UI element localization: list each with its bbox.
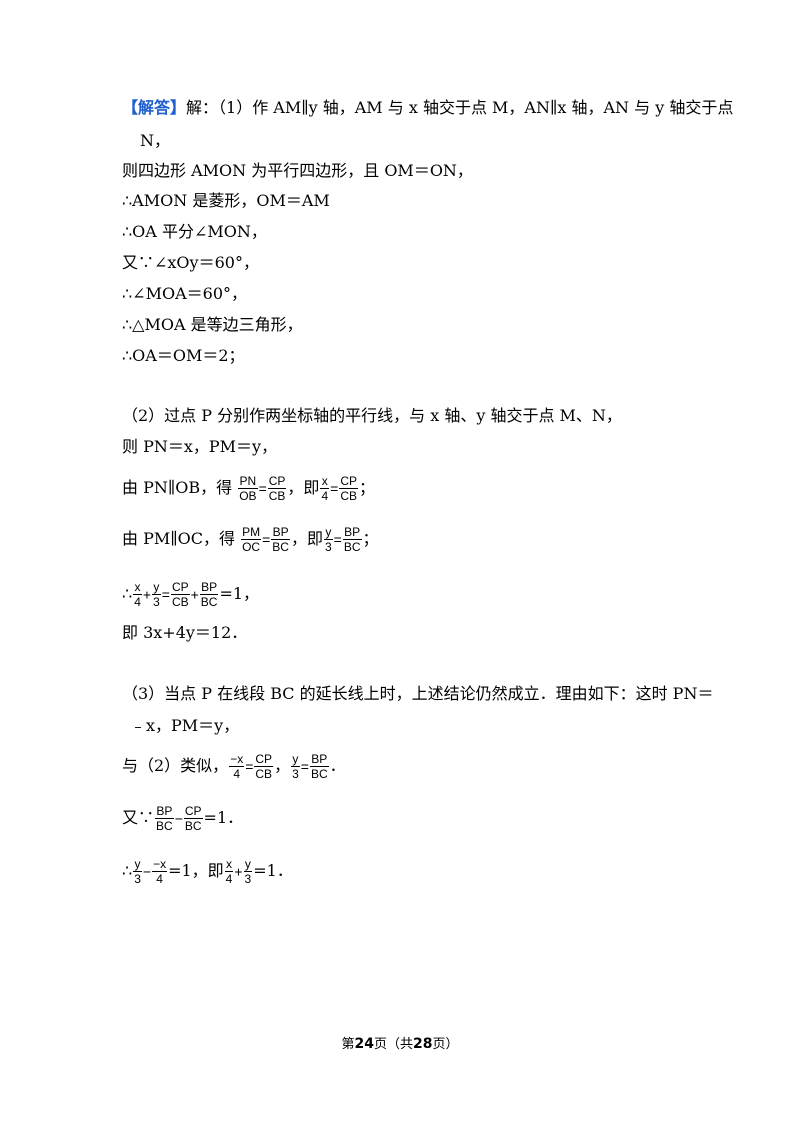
solution-line-7: ∴△MOA 是等边三角形， [122, 315, 303, 334]
solution-line-3: ∴AMON 是菱形，OM＝AM [122, 191, 330, 210]
part3-line-1: （3）当点 P 在线段 BC 的延长线上时，上述结论仍然成立．理由如下：这时 P… [122, 684, 714, 703]
solution-line-8: ∴OA＝OM＝2； [122, 346, 245, 365]
total-pages: 28 [413, 1036, 433, 1052]
part2-line-2: 则 PN＝x，PM＝y， [122, 437, 278, 456]
solution-line-1: 【解答】解：（1）作 AM∥y 轴，AM 与 x 轴交于点 M，AN∥x 轴，A… [122, 98, 734, 117]
solution-line-6: ∴∠MOA＝60°， [122, 284, 248, 303]
part2-line-1: （2）过点 P 分别作两坐标轴的平行线，与 x 轴、y 轴交于点 M、N， [122, 406, 622, 425]
solution-line-5: 又∵∠xOy＝60°， [122, 253, 259, 272]
solution-line-1-cont: N， [140, 131, 171, 150]
solution-line-2: 则四边形 AMON 为平行四边形，且 OM＝ON， [122, 161, 473, 180]
page-footer: 第24页（共28页） [341, 1036, 459, 1052]
solution-line-4: ∴OA 平分∠MON， [122, 222, 267, 241]
page-number: 24 [354, 1036, 374, 1052]
part3-line-1-cont: ﹣x，PM＝y， [130, 716, 240, 735]
part2-line-6: 即 3x+4y＝12． [122, 623, 248, 642]
answer-tag: 【解答】 [122, 98, 187, 117]
